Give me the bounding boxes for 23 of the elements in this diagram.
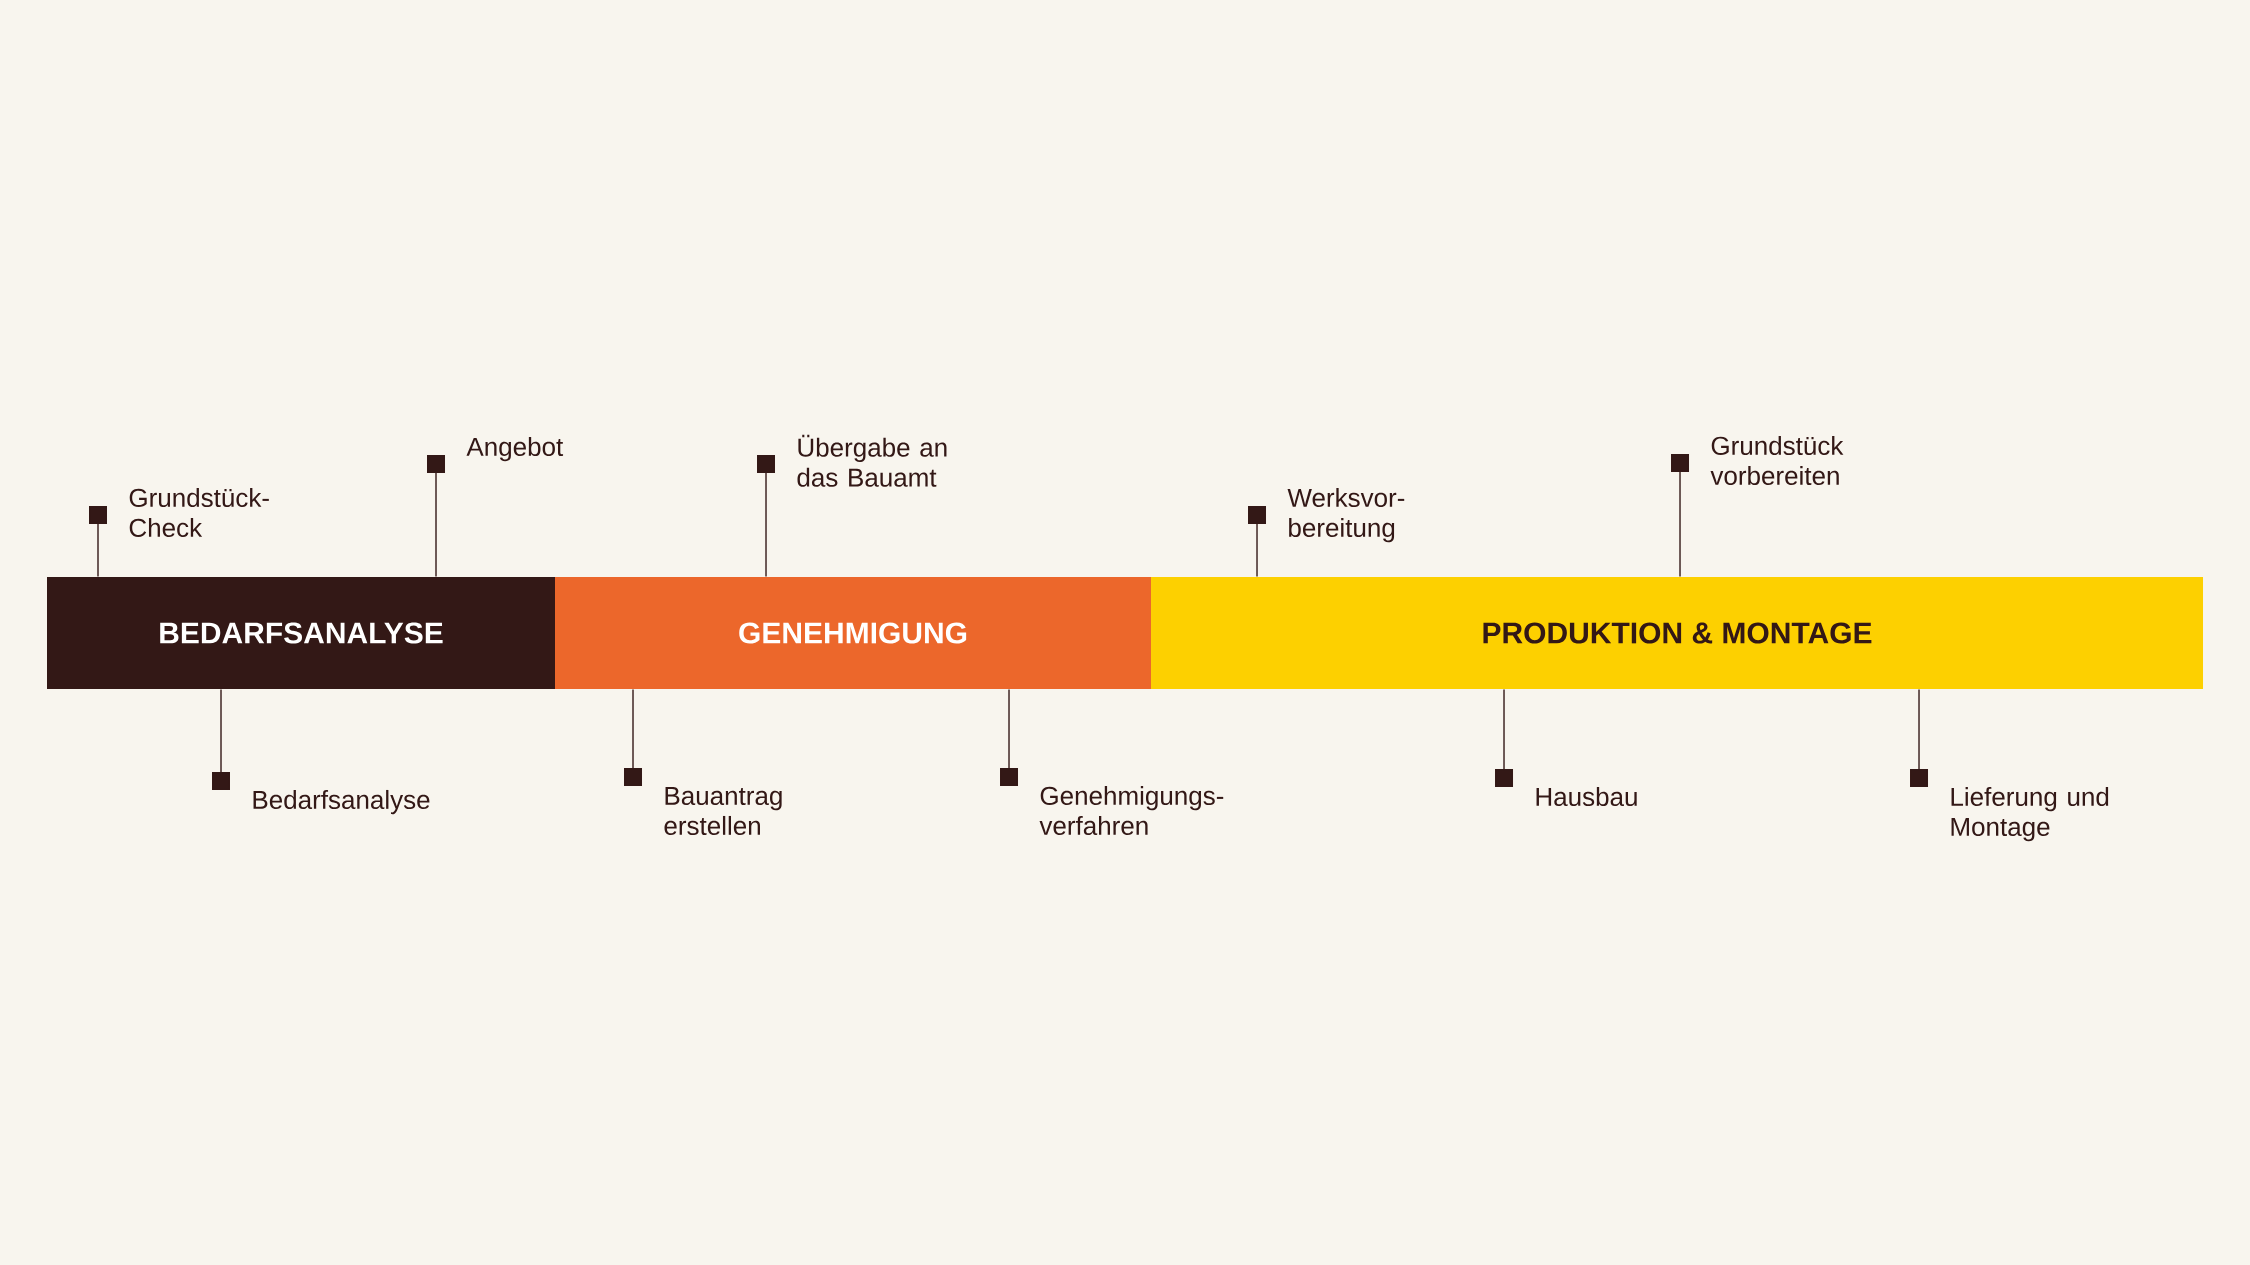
milestone-label: Übergabe an das Bauamt [797, 434, 947, 487]
milestone-label: Bauantrag erstellen [664, 786, 782, 836]
leader-line [624, 688, 642, 786]
leader-line [1671, 454, 1689, 578]
leader-line [1000, 688, 1018, 786]
leader-line [1248, 506, 1266, 578]
milestone-label: Lieferung und Montage [1951, 786, 2109, 842]
leader-line [757, 455, 775, 578]
milestone-label: Hausbau [1536, 786, 1637, 807]
leader-line [89, 506, 107, 578]
leader-line [212, 688, 230, 790]
milestone-label: Grundstück vorbereiten [1710, 435, 1844, 486]
milestone-label: Bedarfsanalyse [253, 789, 430, 815]
milestone-label: Grundstück-Check [129, 487, 269, 538]
phase-band: BEDARFSANALYSE [47, 577, 555, 689]
leader-line [1495, 688, 1513, 787]
milestone-label: Genehmigungs-verfahren [1039, 785, 1224, 836]
leader-line [1910, 688, 1928, 787]
leader-line [427, 455, 445, 578]
phase-band: GENEHMIGUNG [555, 577, 1151, 689]
phase-band: PRODUKTION & MONTAGE [1151, 577, 2203, 689]
milestone-label: Werksvor-bereitung [1287, 487, 1405, 543]
milestone-label: Angebot [466, 436, 564, 462]
